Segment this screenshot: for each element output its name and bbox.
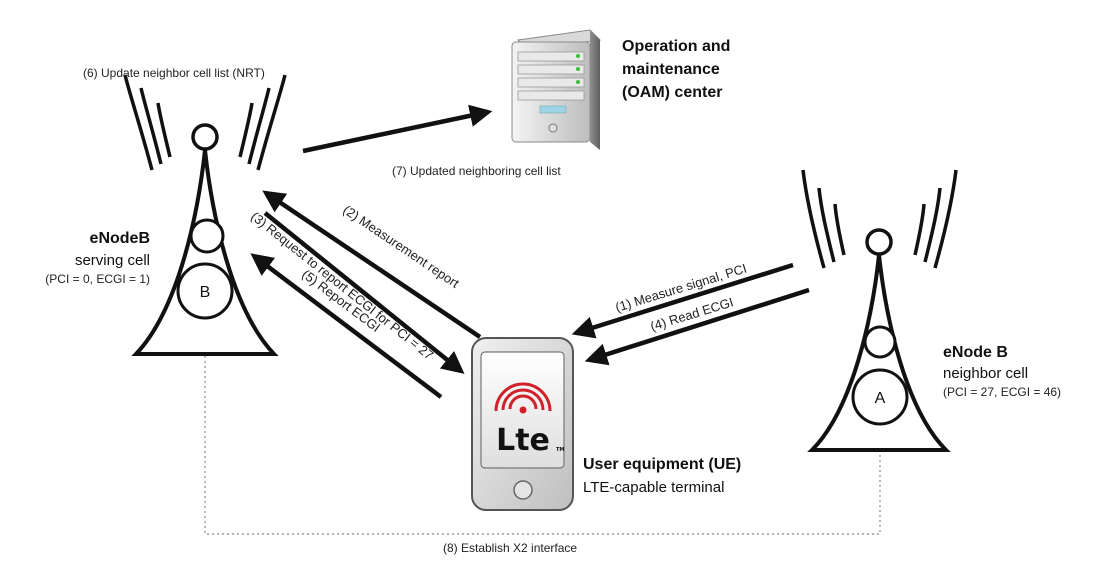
lte-logo-icon — [494, 382, 552, 414]
step-6-label: (6) Update neighbor cell list (NRT) — [83, 66, 265, 80]
ue-description: LTE-capable terminal — [583, 479, 724, 496]
oam-title-line-1: Operation and — [622, 38, 730, 55]
lte-logo-text: Lte — [496, 423, 550, 458]
step-7-label: (7) Updated neighboring cell list — [392, 164, 561, 178]
neighbor-cell-role: neighbor cell — [943, 365, 1028, 382]
oam-title-line-3: (OAM) center — [622, 84, 722, 101]
step-2-label: (2) Measurement report — [340, 202, 462, 291]
serving-cell-ids: (PCI = 0, ECGI = 1) — [45, 272, 150, 286]
arrow-measure-signal — [571, 262, 794, 339]
arrow-to-oam — [302, 104, 493, 154]
ue-name: User equipment (UE) — [583, 456, 741, 473]
oam-title-line-2: maintenance — [622, 61, 720, 78]
serving-cell-tower-icon — [123, 74, 287, 356]
arrow-request-report-ecgi — [263, 211, 465, 374]
x2-interface-line — [204, 356, 881, 535]
neighbor-cell-ids: (PCI = 27, ECGI = 46) — [943, 385, 1061, 399]
step-8-label: (8) Establish X2 interface — [443, 541, 577, 555]
neighbor-cell-tower-icon — [801, 169, 958, 452]
arrow-report-ecgi — [250, 253, 443, 399]
serving-cell-letter: B — [200, 284, 211, 301]
oam-server-icon — [511, 29, 602, 150]
serving-cell-name: eNodeB — [90, 230, 150, 247]
neighbor-cell-name: eNode B — [943, 344, 1008, 361]
arrow-read-ecgi — [584, 287, 810, 366]
lte-logo-tm: TM — [556, 447, 564, 453]
step-3-label: (3) Request to report ECGI for PCI = 27 — [248, 209, 436, 363]
neighbor-cell-letter: A — [875, 390, 886, 407]
serving-cell-role: serving cell — [75, 252, 150, 269]
arrow-measurement-report — [262, 190, 482, 339]
